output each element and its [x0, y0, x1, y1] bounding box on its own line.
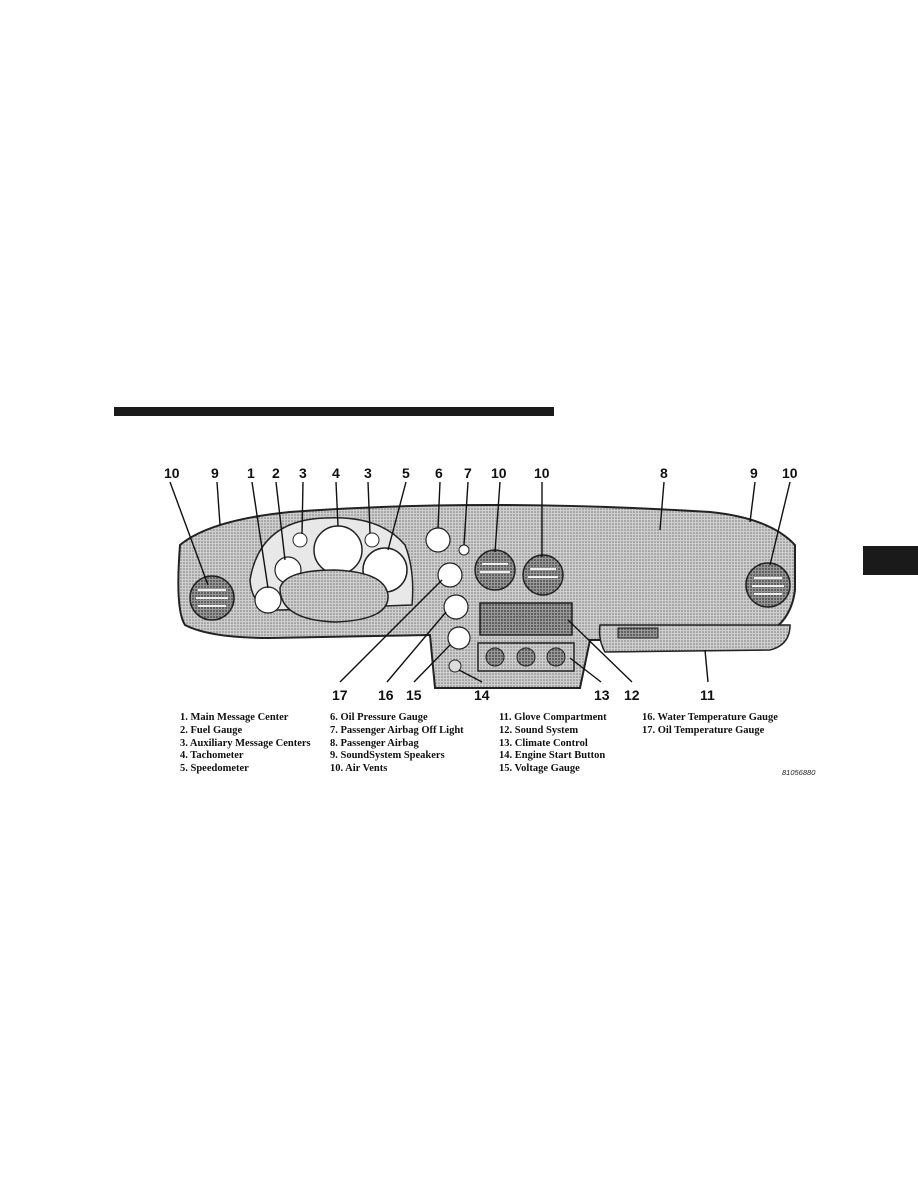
callout-10-center-left: 10: [491, 465, 507, 481]
legend-item: 9. SoundSystem Speakers: [330, 750, 445, 762]
engine-start-button: [448, 659, 462, 673]
callout-15: 15: [406, 687, 422, 703]
legend-item: 4. Tachometer: [180, 750, 244, 762]
oil-temperature-gauge: [437, 562, 463, 588]
main-message-center: [254, 586, 282, 614]
callout-13: 13: [594, 687, 610, 703]
legend-item: 1. Main Message Center: [180, 712, 289, 723]
callout-5: 5: [402, 465, 410, 481]
chapter-tab: [863, 546, 918, 575]
legend-item: 10. Air Vents: [330, 763, 388, 775]
legend-item: 15. Voltage Gauge: [499, 763, 580, 775]
legend-item: 14. Engine Start Button: [499, 750, 606, 762]
callout-4: 4: [332, 465, 340, 481]
callout-7: 7: [464, 465, 472, 481]
legend-item: 16. Water Temperature Gauge: [642, 712, 778, 723]
callout-6: 6: [435, 465, 443, 481]
legend-column-4: 16. Water Temperature Gauge 17. Oil Temp…: [642, 712, 778, 738]
legend-column-2: 6. Oil Pressure Gauge 7. Passenger Airba…: [330, 712, 464, 776]
sound-system: [479, 602, 573, 636]
callout-10-left: 10: [164, 465, 180, 481]
legend-column-3: 11. Glove Compartment 12. Sound System 1…: [499, 712, 607, 776]
legend-item: 8. Passenger Airbag: [330, 737, 419, 749]
water-temperature-gauge: [443, 594, 469, 620]
figure-id: 81056880: [782, 768, 816, 777]
dashboard-illustration: 10 9 1 2 3 4 3 5 6 7 10 10 8 9 10 17 16 …: [150, 460, 810, 705]
aux-message-center-right: [364, 532, 380, 548]
legend-item: 11. Glove Compartment: [499, 712, 607, 723]
legend-item: 3. Auxiliary Message Centers: [180, 737, 311, 749]
aux-message-center-left: [292, 532, 308, 548]
legend-item: 6. Oil Pressure Gauge: [330, 712, 428, 723]
callout-1: 1: [247, 465, 255, 481]
air-vents: [189, 549, 791, 621]
legend-item: 5. Speedometer: [180, 763, 249, 775]
callout-8: 8: [660, 465, 668, 481]
legend-item: 7. Passenger Airbag Off Light: [330, 724, 464, 736]
callout-16: 16: [378, 687, 394, 703]
callout-3-left: 3: [299, 465, 307, 481]
voltage-gauge: [447, 626, 471, 650]
legend-item: 12. Sound System: [499, 724, 579, 736]
callout-14: 14: [474, 687, 490, 703]
passenger-airbag-off-light: [458, 544, 470, 556]
legend-item: 13. Climate Control: [499, 737, 588, 749]
callout-9-right: 9: [750, 465, 758, 481]
callout-10-right: 10: [782, 465, 798, 481]
callout-2: 2: [272, 465, 280, 481]
legend-item: 2. Fuel Gauge: [180, 724, 243, 736]
tachometer: [313, 525, 363, 575]
leader-lines: [169, 481, 791, 683]
callout-10-center-right: 10: [534, 465, 550, 481]
callout-9-left: 9: [211, 465, 219, 481]
steering-wheel: [279, 569, 389, 623]
callout-3-right: 3: [364, 465, 372, 481]
legend-column-1: 1. Main Message Center 2. Fuel Gauge 3. …: [180, 712, 311, 776]
callout-11: 11: [700, 687, 715, 703]
oil-pressure-gauge: [425, 527, 451, 553]
callout-12: 12: [624, 687, 640, 703]
section-rule: [114, 407, 554, 416]
callout-17: 17: [332, 687, 348, 703]
legend-item: 17. Oil Temperature Gauge: [642, 724, 765, 736]
